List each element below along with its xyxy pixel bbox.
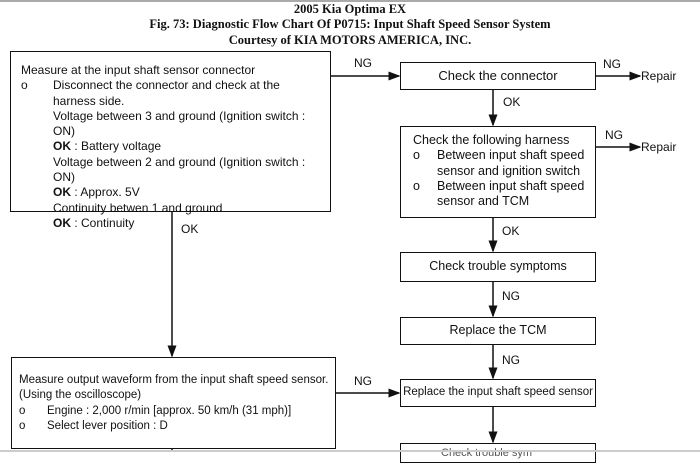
box1-item: Disconnect the connector and check at th… (53, 78, 280, 108)
label-ng: NG (605, 128, 623, 142)
harness-item: Between input shaft speed sensor and ign… (437, 148, 585, 178)
box-measure-connector: Measure at the input shaft sensor connec… (10, 51, 331, 230)
bullet: o (413, 178, 420, 193)
box-replace-tcm: Replace the TCM (400, 317, 596, 345)
harness-item: Between input shaft speed sensor and TCM (437, 178, 585, 209)
box1-title: Measure at the input shaft sensor connec… (21, 63, 256, 77)
doc-title: 2005 Kia Optima EX (293, 2, 407, 16)
box-check-connector: Check the connector (400, 62, 596, 90)
label-ok: OK (502, 224, 520, 238)
label-ng: NG (502, 289, 520, 303)
ok-label: OK (53, 185, 71, 200)
bullet: o (19, 404, 26, 417)
box1-line3: Continuity betwen 1 and ground (53, 200, 223, 215)
bullet: o (413, 148, 420, 163)
box4-item: Engine : 2,000 r/min [approx. 50 km/h (3… (47, 404, 292, 417)
harness-title: Check the following harness (413, 133, 570, 147)
courtesy-line: Courtesy of KIA MOTORS AMERICA, INC. (228, 33, 472, 47)
ok1-value: : Battery voltage (71, 139, 162, 154)
flow-connectors (167, 71, 642, 452)
box-bottom-partial: Check trouble sym (400, 443, 596, 463)
bullet: o (21, 78, 28, 93)
top-border (0, 0, 700, 2)
figure-caption: Fig. 73: Diagnostic Flow Chart Of P0715:… (149, 17, 551, 31)
bullet: o (19, 419, 26, 432)
box4-title: Measure output waveform from the input s… (19, 374, 329, 386)
label-ng: NG (603, 57, 621, 71)
box1-line2: Voltage between 2 and ground (Ignition s… (53, 154, 306, 185)
ok2-value: : Approx. 5V (71, 185, 140, 200)
label-ng: NG (502, 353, 520, 367)
label-ok: OK (503, 95, 521, 109)
label-ng: NG (354, 374, 372, 388)
ok3-value: : Continuity (71, 215, 135, 230)
label-ng: NG (354, 56, 372, 70)
box1-line1: Voltage between 3 and ground (Ignition s… (53, 108, 306, 139)
box-check-trouble-symptoms: Check trouble symptoms (400, 252, 596, 282)
ok-label: OK (53, 139, 71, 154)
label-repair: Repair (641, 140, 677, 154)
box4-sub: (Using the oscilloscope) (19, 389, 142, 402)
label-repair: Repair (641, 69, 677, 83)
box-replace-sensor: Replace the input shaft speed sensor (400, 379, 596, 407)
box4-item: Select lever position : D (47, 419, 168, 432)
box-measure-waveform: Measure output waveform from the input s… (11, 357, 336, 449)
label-ok: OK (181, 222, 199, 236)
bottom-border (0, 450, 700, 452)
ok-label: OK (53, 215, 71, 230)
